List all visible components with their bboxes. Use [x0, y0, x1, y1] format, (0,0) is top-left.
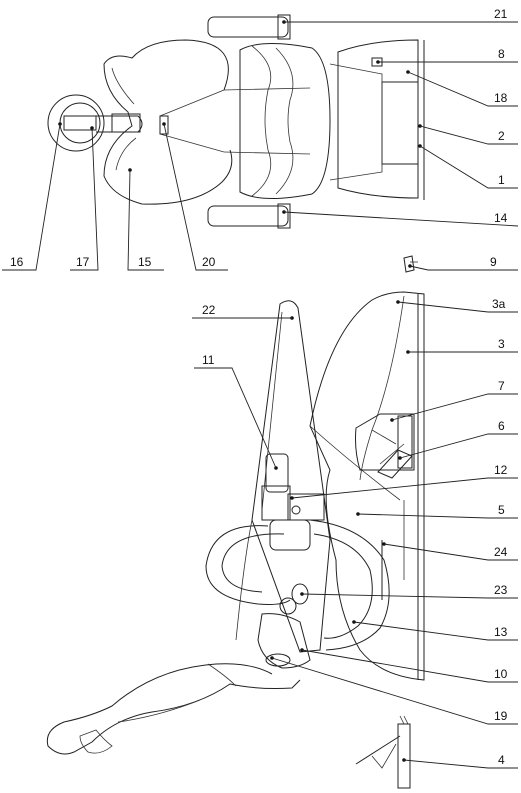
upper-armrest-bar: [207, 16, 289, 38]
v-apex-block: [159, 115, 169, 135]
bar-lower-line: [235, 519, 253, 641]
side-view: [46, 255, 425, 789]
detail-spring: [399, 715, 409, 725]
loop-handle-right: [309, 519, 390, 651]
leg-rest-joint: [207, 663, 237, 687]
lower-armrest-bar: [207, 205, 289, 227]
backrest-plate: [337, 39, 419, 199]
label-1: 1: [498, 173, 505, 187]
backrest-contour: [359, 295, 405, 481]
leg-rest-contour: [117, 699, 201, 723]
leg-rest-side: [46, 663, 301, 755]
top-leaders: [2, 20, 519, 271]
label-14: 14: [494, 211, 508, 225]
seat-cushion: [239, 42, 331, 200]
label-8: 8: [498, 47, 505, 61]
label-21: 21: [494, 7, 508, 21]
label-5: 5: [498, 503, 505, 517]
loop-handle-left: [205, 525, 291, 605]
seat-fold-right: [275, 47, 294, 195]
hinge-bolt: [291, 505, 301, 515]
backrest-bar: [251, 300, 331, 653]
clip-part: [403, 255, 415, 273]
label-7: 7: [498, 379, 505, 393]
hinge-lower: [269, 519, 311, 551]
label-19: 19: [494, 709, 508, 723]
leg-rest: [103, 39, 233, 205]
label-3a: 3a: [492, 297, 506, 311]
seat-fold-left: [251, 45, 272, 197]
leg-rest-foot: [79, 729, 113, 754]
mechanism-link: [371, 429, 397, 445]
v-line-lower: [159, 133, 225, 153]
label-3: 3: [498, 337, 505, 351]
detail-brace: [371, 743, 397, 769]
seat-pan-foot: [265, 653, 291, 667]
backrest-side: [309, 291, 425, 681]
label-24: 24: [494, 545, 508, 559]
v-line-upper: [159, 89, 225, 117]
label-4: 4: [498, 753, 505, 767]
backrest-diag: [309, 425, 401, 501]
label-12: 12: [494, 463, 508, 477]
top-view: [47, 14, 425, 229]
label-20: 20: [202, 255, 216, 269]
reference-numerals: 21 8 18 2 1 14 16 17 15 20 9 22 3a 3 11 …: [10, 7, 508, 767]
side-leaders: [192, 264, 518, 769]
loop-handle-left-inner: [221, 533, 285, 593]
upper-armrest-clip: [277, 14, 291, 40]
lower-armrest-clip: [277, 203, 291, 229]
detail-post: [397, 723, 411, 789]
loop-handle-right-inner: [313, 533, 373, 639]
seat-line-lower: [223, 151, 311, 155]
label-10: 10: [494, 667, 508, 681]
hinge-block: [261, 485, 291, 521]
wheel-outer: [47, 94, 105, 152]
mechanism-plate: [397, 415, 413, 469]
mechanism-spring: [379, 443, 405, 465]
label-11: 11: [202, 353, 215, 367]
wheel-inner: [59, 102, 101, 144]
label-2: 2: [498, 129, 505, 143]
label-18: 18: [494, 91, 508, 105]
label-15: 15: [138, 255, 152, 269]
label-6: 6: [498, 419, 505, 433]
knob-ball: [279, 597, 297, 615]
label-17: 17: [76, 255, 90, 269]
detail-arm: [355, 735, 401, 765]
backrest-bracket: [381, 81, 419, 165]
label-22: 22: [202, 303, 216, 317]
label-16: 16: [10, 255, 24, 269]
mechanism-lever: [377, 449, 413, 479]
seat-line-upper: [223, 87, 311, 91]
leg-rest-inner-lower: [115, 137, 137, 171]
label-9: 9: [490, 255, 497, 269]
mechanism-housing: [355, 413, 415, 471]
hinge-upper: [265, 453, 289, 493]
foot-stem-block: [111, 113, 141, 133]
label-13: 13: [494, 625, 508, 639]
label-23: 23: [494, 583, 508, 597]
leg-rest-inner-upper: [111, 67, 135, 105]
bracket-arms: [329, 63, 383, 181]
wheel-hub: [63, 115, 97, 131]
bar-inner-line: [261, 311, 283, 511]
